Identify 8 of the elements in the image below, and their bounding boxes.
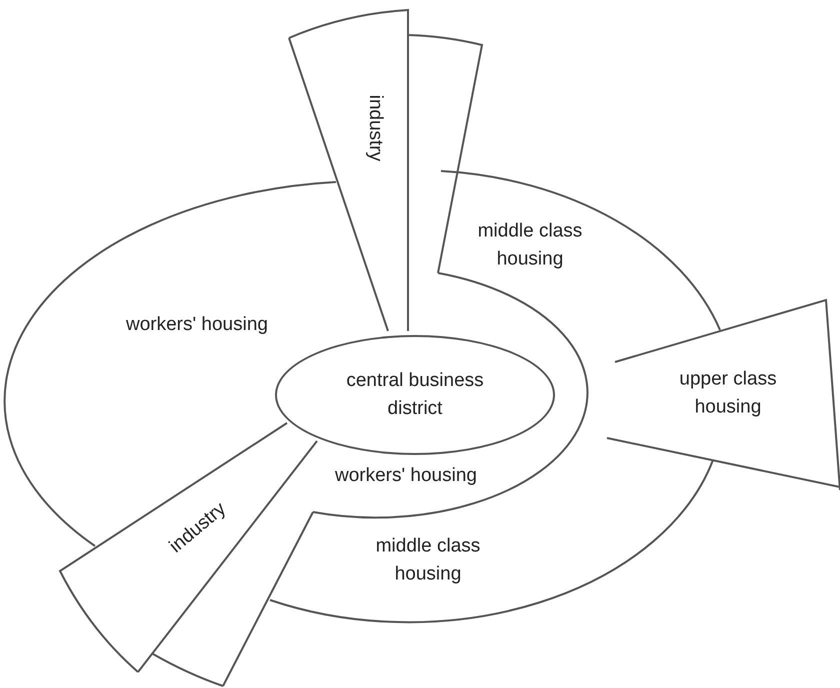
zone-label: workers' housing: [87, 311, 307, 339]
zone-label: central business district: [345, 369, 485, 421]
zone-label: middle class housing: [353, 532, 503, 588]
zone-label: upper class housing: [653, 365, 803, 421]
zone-label: industry: [361, 63, 389, 193]
zone-label: workers' housing: [296, 462, 516, 490]
cbd-ellipse: [275, 335, 555, 455]
zone-label: middle class housing: [460, 217, 600, 273]
